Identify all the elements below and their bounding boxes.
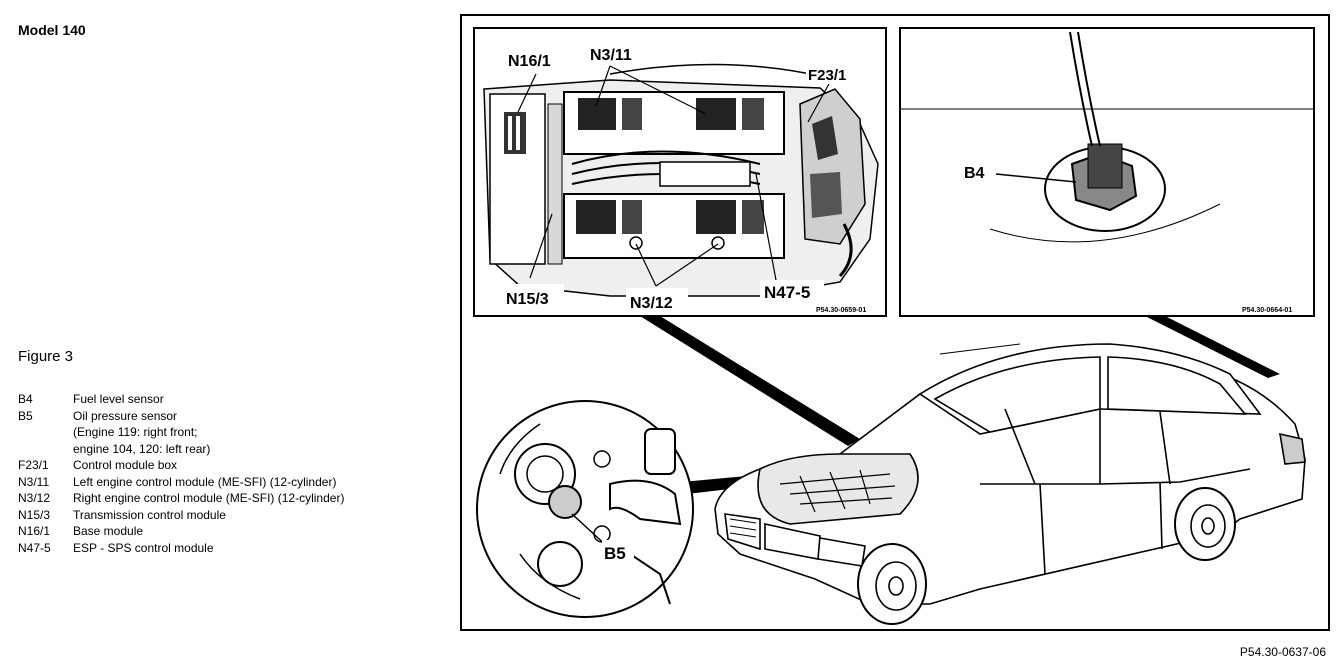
legend-code: N3/12 [18,491,51,505]
legend-item-n15-3: N15/3 Transmission control module [18,507,344,524]
legend-item-b5-line2: (Engine 119: right front; [18,424,344,441]
legend-desc: Right engine control module (ME-SFI) (12… [73,491,345,505]
control-box-ref: P54.30-0659-01 [816,307,866,314]
legend-code: N16/1 [18,524,51,538]
legend-desc: Transmission control module [73,507,226,522]
control-box-inset: N16/1 N3/11 F23/1 N15/3 N3/12 N47-5 P54.… [473,27,887,317]
legend-desc: Base module [73,524,144,538]
pointer-beam-control-box [640,316,860,446]
callout-n47-5: N47-5 [764,283,810,302]
callout-b5: B5 [604,544,626,563]
figure-ref: P54.30-0637-06 [1239,645,1326,659]
legend-code: N15/3 [18,507,51,522]
legend-desc: Oil pressure sensor [73,408,178,423]
legend-desc: Control module box [73,458,178,472]
callout-n15-3: N15/3 [506,291,549,308]
legend-code: N47-5 [18,540,51,555]
pointer-beam-fuel-sensor [1145,316,1280,378]
illustration-frame [460,14,1330,631]
legend-item-n47-5: N47-5 ESP - SPS control module [18,540,344,557]
callout-n3-11: N3/11 [590,47,632,64]
legend-item-n3-12: N3/12 Right engine control module (ME-SF… [18,490,344,507]
legend-item-b5-line3: engine 104, 120: left rear) [18,441,344,458]
legend-code: F23/1 [18,458,49,472]
car-illustration [714,343,1306,625]
legend-item-b4: B4 Fuel level sensor [18,391,344,408]
legend-code: B5 [18,408,33,423]
fuel-sensor-ref: P54.30-0664-01 [1242,307,1292,314]
legend-item-n3-11: N3/11 Left engine control module (ME-SFI… [18,474,344,491]
model-title: Model 140 [18,22,86,38]
figure-title: Figure 3 [18,348,74,365]
fuel-sensor-inset: B4 P54.30-0664-01 [899,27,1315,317]
legend-code: N3/11 [18,474,50,489]
illustration: N16/1 N3/11 F23/1 N15/3 N3/12 N47-5 P54.… [473,27,1315,625]
legend-desc: ESP - SPS control module [73,540,214,555]
legend-desc: engine 104, 120: left rear) [73,441,211,456]
legend-item-n16-1: N16/1 Base module [18,523,344,540]
legend-item-b5: B5 Oil pressure sensor [18,408,344,425]
legend-desc: Left engine control module (ME-SFI) (12-… [73,474,337,489]
callout-b4: B4 [964,165,985,182]
callout-n16-1: N16/1 [508,53,551,70]
oil-sensor-inset: B5 [476,400,694,618]
callout-n3-12: N3/12 [630,295,673,312]
legend: B4 Fuel level sensor B5 Oil pressure sen… [18,391,344,556]
legend-code: B4 [18,392,33,406]
legend-desc: (Engine 119: right front; [73,425,198,439]
legend-desc: Fuel level sensor [73,392,164,406]
callout-f23-1: F23/1 [808,67,846,84]
legend-item-f23-1: F23/1 Control module box [18,457,344,474]
